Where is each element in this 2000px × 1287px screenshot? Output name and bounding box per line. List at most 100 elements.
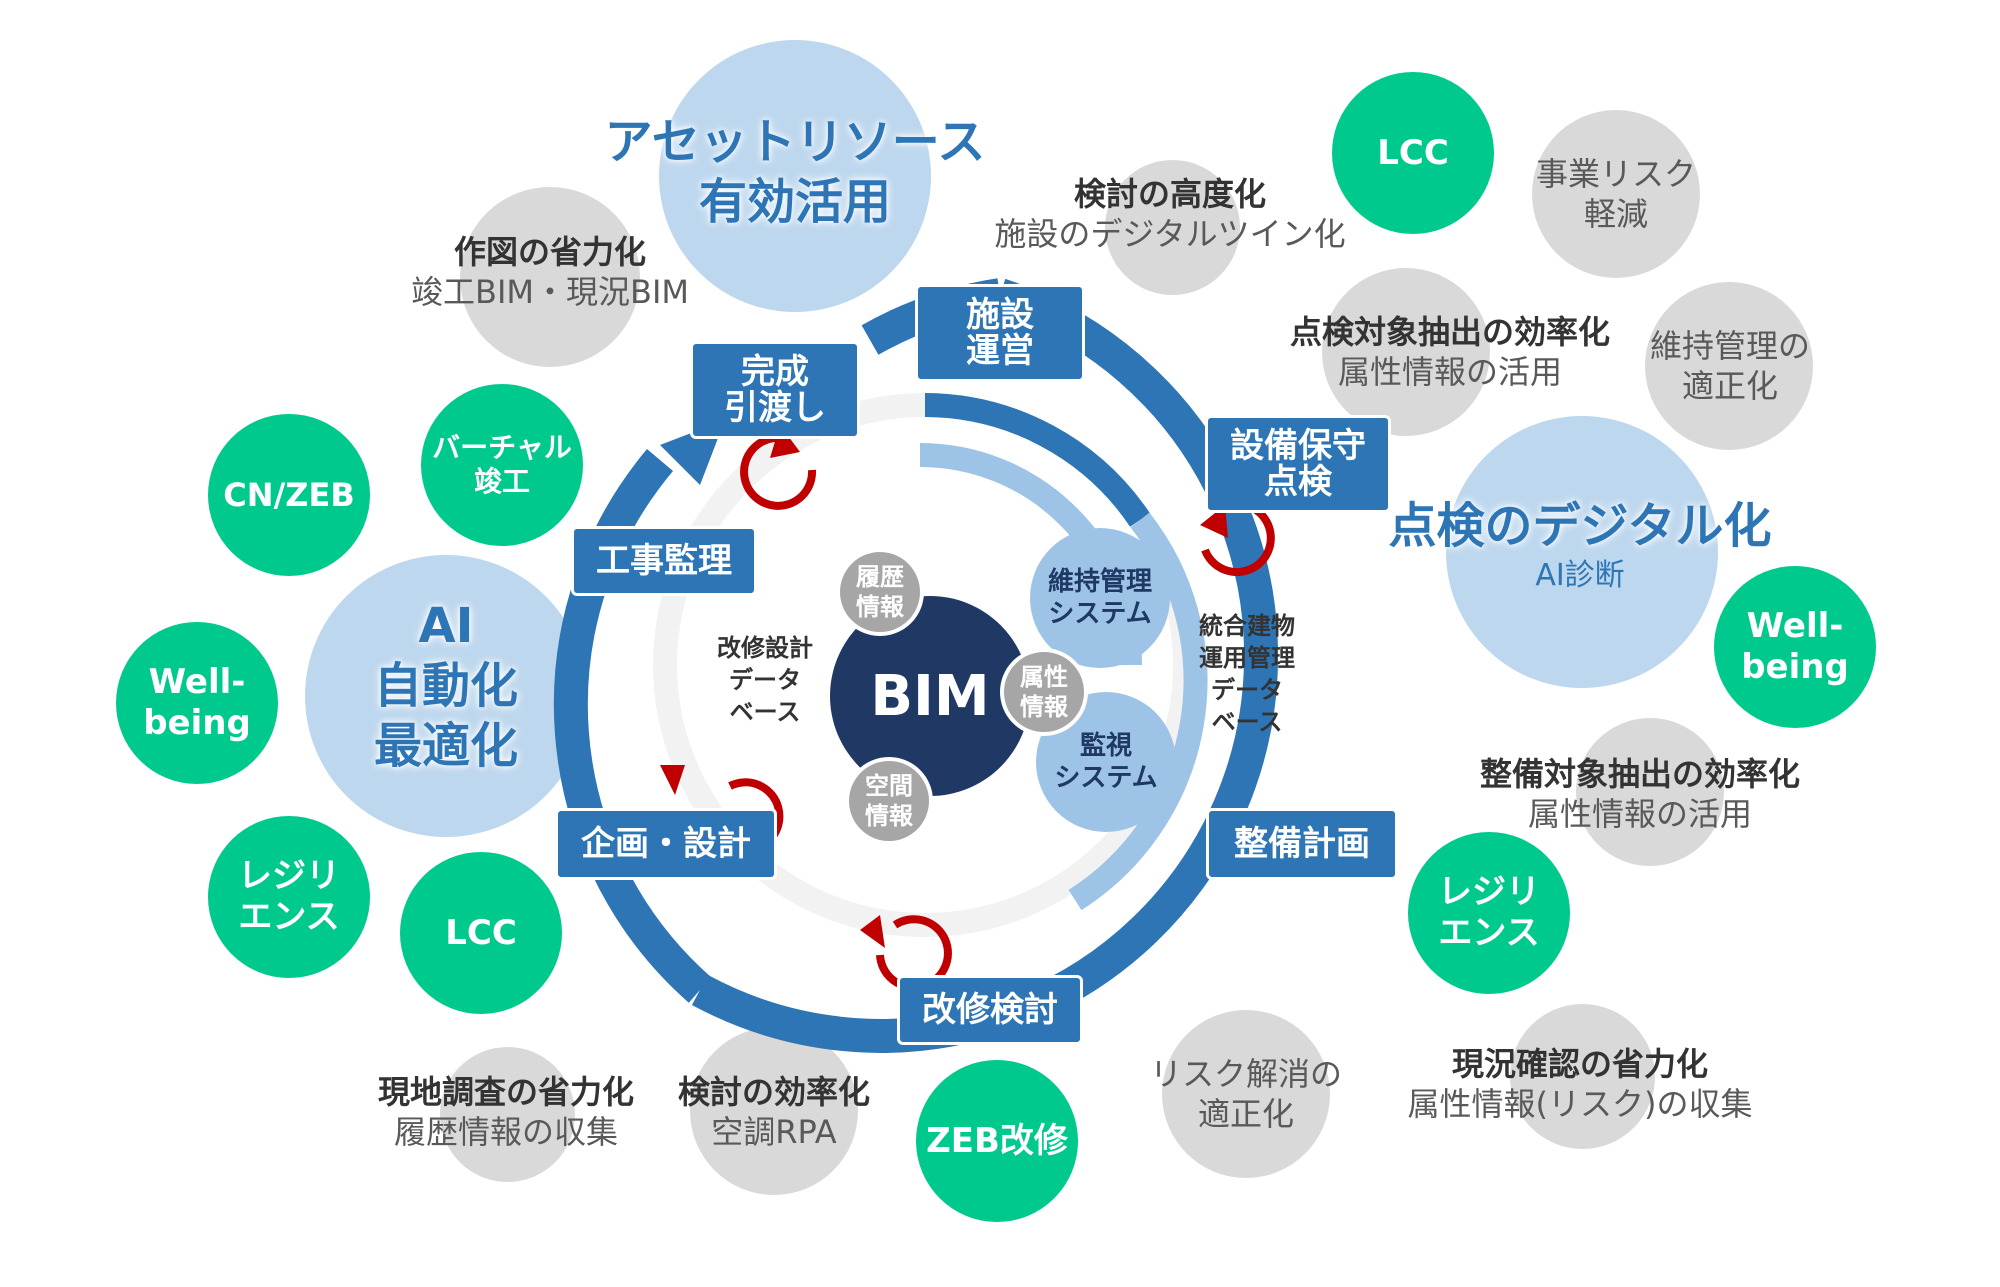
grey-circle-risk-resolution — [1162, 1010, 1330, 1178]
monitoring-system-line1: 監視 — [1079, 731, 1132, 761]
attribute-info-line1: 属性 — [1020, 663, 1068, 691]
risk-resolution-line2: 適正化 — [1197, 1095, 1294, 1133]
grey-circle-status-check — [1510, 1004, 1655, 1149]
maintenance-system-line2: システム — [1048, 599, 1152, 629]
maintenance-planning-label: 整備計画 — [1234, 824, 1370, 864]
inspection-extraction-sub: 属性情報の活用 — [1337, 353, 1562, 391]
study-efficiency-title: 検討の効率化 — [677, 1073, 870, 1111]
facility-operation-line2: 運営 — [966, 331, 1034, 371]
renovation-db-line3: ベース — [729, 698, 801, 726]
space-info-node: 空間情報 — [845, 757, 933, 845]
digital-inspection-circle — [1446, 416, 1718, 688]
drafting-sub: 竣工BIM・現況BIM — [410, 273, 689, 311]
step-construction-supervision: 工事監理 — [571, 526, 757, 596]
green-tag-lcc-bottom: LCC — [400, 852, 562, 1014]
step-maintenance-planning: 整備計画 — [1206, 808, 1398, 880]
green-tag-zeb-renovation: ZEB改修 — [916, 1060, 1078, 1222]
step-facility-operation: 施設 運営 — [915, 284, 1085, 382]
step-renovation-review: 改修検討 — [897, 975, 1083, 1045]
virtual-completion-line2: 竣工 — [473, 465, 530, 498]
site-survey-sub: 履歴情報の収集 — [393, 1113, 618, 1151]
asset-resource-heading: アセットリソース 有効活用 — [560, 112, 1030, 232]
status-check-sub: 属性情報(リスク)の収集 — [1407, 1085, 1753, 1123]
resilience-left-line1: レジリ — [238, 856, 340, 897]
history-info-line1: 履歴 — [856, 563, 904, 591]
drafting-title: 作図の省力化 — [453, 233, 646, 271]
study-advanced-sub: 施設のデジタルツイン化 — [994, 215, 1346, 253]
asset-resource-line1: アセットリソース — [604, 114, 986, 170]
grey-circle-site-survey — [440, 1047, 575, 1182]
inner-ring-lightblue-arc — [1068, 512, 1208, 911]
digital-inspection-heading: 点検のデジタル化 AI診断 — [1360, 496, 1800, 596]
resilience-right-line1: レジリ — [1438, 872, 1540, 913]
green-tag-resilience-right: レジリエンス — [1408, 832, 1570, 994]
green-tag-wellbeing-right: Well-being — [1714, 566, 1876, 728]
cycle-arrow-4 — [876, 915, 952, 992]
integrated-db-line3: データ — [1211, 676, 1283, 704]
outer-ring-arc-right — [691, 278, 1278, 1053]
maintenance-extraction-sub: 属性情報の活用 — [1527, 795, 1752, 833]
space-info-line2: 情報 — [865, 802, 913, 830]
benefit-maintenance-extraction: 整備対象抽出の効率化 属性情報の活用 — [1460, 754, 1820, 834]
cycle-arrowhead-3 — [660, 765, 685, 795]
renovation-review-label: 改修検討 — [922, 990, 1058, 1030]
wellbeing-left-line1: Well- — [148, 662, 246, 703]
digital-inspection-sub: AI診断 — [1535, 558, 1625, 593]
equipment-maintenance-line1: 設備保守 — [1230, 426, 1366, 466]
benefit-study-advanced: 検討の高度化 施設のデジタルツイン化 — [960, 174, 1380, 254]
maintenance-proper-line2: 適正化 — [1681, 367, 1778, 405]
ai-line2: 自動化 — [373, 658, 518, 714]
benefit-business-risk: 事業リスク 軽減 — [1500, 154, 1732, 234]
inner-ring-blue-arc — [924, 393, 1150, 527]
virtual-completion-line1: バーチャル — [432, 431, 572, 465]
wellbeing-left-line2: being — [143, 703, 251, 743]
study-efficiency-sub: 空調RPA — [711, 1113, 837, 1151]
digital-inspection-title: 点検のデジタル化 — [1388, 498, 1772, 554]
facility-operation-line1: 施設 — [966, 295, 1034, 335]
benefit-drafting: 作図の省力化 竣工BIM・現況BIM — [370, 232, 730, 312]
benefit-maintenance-proper: 維持管理の 適正化 — [1620, 326, 1840, 406]
ai-line3: 最適化 — [373, 718, 518, 774]
integrated-db-line1: 統合建物 — [1199, 612, 1295, 640]
zeb-renovation-label: ZEB改修 — [926, 1120, 1068, 1161]
green-tag-wellbeing-left: Well-being — [116, 622, 278, 784]
history-info-line2: 情報 — [856, 593, 904, 621]
inspection-extraction-title: 点検対象抽出の効率化 — [1289, 313, 1610, 351]
benefit-inspection-extraction: 点検対象抽出の効率化 属性情報の活用 — [1270, 312, 1630, 392]
site-survey-title: 現地調査の省力化 — [377, 1073, 634, 1111]
grey-circle-business-risk — [1532, 110, 1700, 278]
maintenance-system-line1: 維持管理 — [1047, 567, 1152, 597]
monitoring-system-line2: システム — [1054, 763, 1158, 793]
history-info-node: 履歴情報 — [836, 548, 924, 636]
grey-circle-study-advanced — [1105, 160, 1240, 295]
cycle-arrowhead-4 — [860, 915, 885, 948]
integrated-db-line2: 運用管理 — [1199, 644, 1295, 672]
lcc-top-label: LCC — [1377, 132, 1449, 173]
attribute-info-node: 属性情報 — [1000, 648, 1088, 736]
benefit-status-check: 現況確認の省力化 属性情報(リスク)の収集 — [1390, 1044, 1770, 1124]
cycle-arrowheads — [660, 425, 1228, 948]
integrated-db-line4: ベース — [1211, 708, 1283, 736]
benefit-site-survey: 現地調査の省力化 履歴情報の収集 — [356, 1072, 656, 1152]
resilience-right-line2: エンス — [1438, 913, 1540, 953]
integrated-operation-db: 統合建物 運用管理 データ ベース — [1182, 610, 1312, 738]
attribute-info-line2: 情報 — [1020, 693, 1068, 721]
grey-circle-drafting — [460, 187, 640, 367]
renovation-db-line1: 改修設計 — [717, 634, 813, 662]
cycle-arrowhead-2 — [1200, 505, 1228, 538]
business-risk-line2: 軽減 — [1583, 195, 1648, 233]
grey-circle-study-efficiency — [690, 1027, 858, 1195]
green-tag-cn-zeb: CN/ZEB — [208, 414, 370, 576]
ai-line1: AI — [418, 598, 474, 654]
maintenance-proper-line1: 維持管理の — [1649, 327, 1810, 365]
maintenance-system-node: 維持管理システム — [1030, 528, 1170, 668]
step-equipment-maintenance: 設備保守 点検 — [1205, 415, 1391, 513]
resilience-left-line2: エンス — [238, 897, 340, 937]
wellbeing-right-line2: being — [1741, 647, 1849, 687]
study-advanced-title: 検討の高度化 — [1073, 175, 1266, 213]
space-info-line1: 空間 — [865, 772, 913, 800]
green-tag-virtual-completion: バーチャル竣工 — [421, 384, 583, 546]
wellbeing-right-line1: Well- — [1746, 606, 1844, 647]
grey-circle-maintenance-proper — [1645, 282, 1813, 450]
